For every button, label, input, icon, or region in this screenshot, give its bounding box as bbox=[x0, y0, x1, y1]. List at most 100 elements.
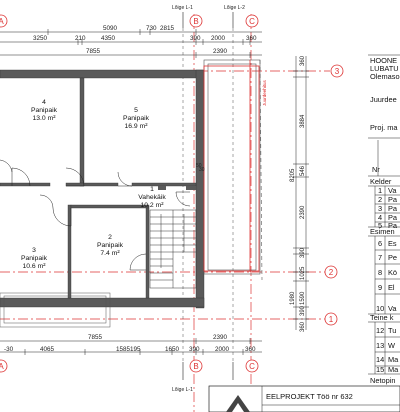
table-group-teine: Teine k bbox=[370, 313, 394, 322]
table-group-esimene: Esimen bbox=[370, 227, 395, 236]
grid-label-b-bottom: B bbox=[193, 362, 198, 371]
dim-right-546: 546 bbox=[300, 165, 306, 176]
room-4-name: Panipaik bbox=[31, 107, 58, 114]
table-row-nr: 9 bbox=[378, 283, 382, 292]
dim-right-390-mid: 390 bbox=[300, 247, 306, 258]
dim-bottom-360: 360 bbox=[245, 346, 256, 353]
dim-bottom-1585195: 1585195 bbox=[116, 346, 141, 353]
side-panel-line4: Juurdee bbox=[370, 95, 397, 104]
dim-top-730: 730 bbox=[146, 25, 157, 32]
title-block-text: EELPROJEKT Töö nr 632 bbox=[266, 392, 353, 401]
label-50: 50 bbox=[196, 163, 202, 169]
title-block: EELPROJEKT Töö nr 632 bbox=[208, 385, 400, 412]
table-row-text: Ma bbox=[388, 355, 399, 364]
table-row-nr: 14 bbox=[376, 355, 384, 364]
table-row-nr: 15 bbox=[376, 365, 384, 374]
dim-top-5090: 5090 bbox=[103, 25, 118, 32]
room-3-number: 3 bbox=[32, 247, 36, 254]
dim-top-4350: 4350 bbox=[101, 35, 116, 42]
dim-top-210: 210 bbox=[75, 35, 86, 42]
grid-label-b-top: B bbox=[193, 17, 198, 26]
table-row-text: Ma bbox=[388, 365, 399, 374]
label-30: 30 bbox=[199, 167, 205, 173]
table-row-text: Kö bbox=[388, 268, 397, 277]
room-4-number: 4 bbox=[42, 99, 46, 106]
table-row-text: Va bbox=[388, 186, 397, 195]
side-panel: HOONE LUBATU Olemaso Juurdee Proj. ma Nr bbox=[368, 54, 400, 177]
room-3-name: Panipaik bbox=[21, 255, 48, 262]
dim-bottom-2000: 2000 bbox=[215, 346, 230, 353]
room-5: 5 Panipaik 16.9 m² bbox=[123, 107, 150, 130]
grid-label-c-top: C bbox=[249, 17, 255, 26]
dim-right-1025: 1025 bbox=[300, 266, 306, 280]
dim-top-7855: 7855 bbox=[86, 48, 101, 55]
dim-top-2000: 2000 bbox=[211, 35, 226, 42]
grid-axes bbox=[0, 14, 330, 412]
table-row-text: Pa bbox=[388, 221, 398, 230]
pilasters bbox=[158, 186, 196, 190]
dim-right-360-top: 360 bbox=[300, 55, 306, 66]
room-5-area: 16.9 m² bbox=[124, 123, 148, 130]
dim-bottom-390: 390 bbox=[189, 346, 200, 353]
top-dimension-lines bbox=[0, 29, 262, 58]
table-footer-netopind: Netopin bbox=[370, 376, 395, 385]
grid-label-3: 3 bbox=[335, 67, 340, 76]
building-walls bbox=[0, 69, 205, 309]
dim-right-390-low: 390 bbox=[300, 305, 306, 316]
room-5-number: 5 bbox=[134, 107, 138, 114]
stairs bbox=[149, 209, 197, 289]
section-label-l1-top: Lõige L-1 bbox=[172, 5, 193, 11]
dim-bottom-1650: 1650 bbox=[165, 346, 180, 353]
section-label-l2-top: Lõige L-2 bbox=[224, 5, 245, 11]
dim-top-360: 360 bbox=[246, 35, 257, 42]
table-row-text: Pe bbox=[388, 253, 397, 262]
table-row-text: Va bbox=[388, 304, 397, 313]
room-table bbox=[368, 185, 400, 375]
room-2-name: Panipaik bbox=[97, 242, 124, 249]
dim-right-360-bottom: 360 bbox=[300, 321, 306, 332]
dim-right-8205: 8205 bbox=[290, 168, 296, 182]
table-row-nr: 13 bbox=[376, 341, 384, 350]
table-row-nr: 7 bbox=[378, 253, 382, 262]
table-row-nr: 6 bbox=[378, 239, 382, 248]
side-panel-line1: HOONE bbox=[370, 56, 397, 65]
dim-right-3884: 3884 bbox=[300, 114, 306, 128]
grid-label-1: 1 bbox=[329, 315, 334, 324]
dim-right-1980: 1980 bbox=[290, 291, 296, 305]
dim-top-2815: 2815 bbox=[160, 25, 175, 32]
room-5-name: Panipaik bbox=[123, 115, 150, 122]
table-row-text: Es bbox=[388, 239, 397, 248]
table-row-text: Pa bbox=[388, 213, 398, 222]
room-1-area: 10.2 m² bbox=[140, 202, 164, 209]
room-4: 4 Panipaik 13.0 m² bbox=[31, 99, 58, 122]
room-1: 1 Vahekäik 10.2 m² bbox=[138, 186, 166, 209]
doors bbox=[0, 159, 191, 271]
table-row-nr: 2 bbox=[378, 195, 382, 204]
outer-perimeter bbox=[0, 292, 111, 328]
table-row-nr: 5 bbox=[378, 221, 382, 230]
side-panel-line5: Proj. ma bbox=[370, 123, 398, 132]
dim-bottom-7855: 7855 bbox=[88, 334, 103, 341]
dim-right-2390: 2390 bbox=[300, 205, 306, 219]
room-3: 3 Panipaik 10.6 m² bbox=[21, 247, 48, 270]
stair-arrows bbox=[160, 214, 185, 268]
room-2: 2 Panipaik 7.4 m² bbox=[97, 234, 124, 257]
room-1-number: 1 bbox=[150, 186, 154, 193]
side-panel-line2: LUBATU bbox=[370, 64, 399, 73]
table-row-nr: 1 bbox=[378, 186, 382, 195]
dim-top-2390: 2390 bbox=[213, 48, 228, 55]
right-dimension-lines bbox=[293, 56, 309, 330]
dim-top-3250: 3250 bbox=[33, 35, 48, 42]
room-2-number: 2 bbox=[108, 234, 112, 241]
table-row-text: Tu bbox=[388, 326, 396, 335]
room-4-area: 13.0 m² bbox=[32, 115, 56, 122]
dim-top-390: 390 bbox=[190, 35, 201, 42]
table-row-nr: 4 bbox=[378, 213, 382, 222]
table-rows: 1 Va 2 Pa 3 Pa 4 Pa 5 Pa 6 Es 7 Pe 8 Kö … bbox=[376, 186, 399, 374]
dim-right-1590: 1590 bbox=[300, 291, 306, 305]
red-extension-outline bbox=[203, 60, 260, 272]
room-3-area: 10.6 m² bbox=[22, 263, 46, 270]
side-panel-line3: Olemaso bbox=[370, 72, 400, 81]
